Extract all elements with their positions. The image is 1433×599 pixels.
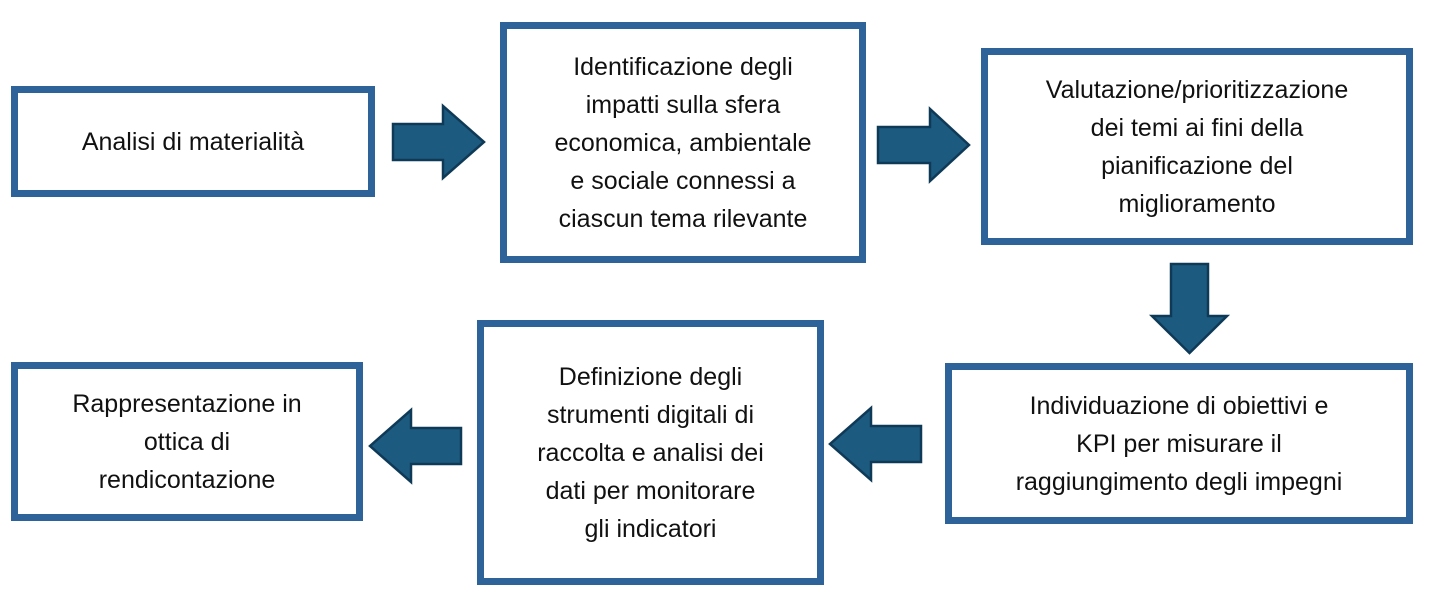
step-box-identificazione-impatti: Identificazione degli impatti sulla sfer… bbox=[500, 22, 866, 263]
step-box-rappresentazione: Rappresentazione in ottica di rendiconta… bbox=[11, 362, 363, 521]
arrow-down-icon bbox=[1148, 262, 1231, 355]
arrow-left-icon-2 bbox=[368, 407, 463, 485]
step-label-rappresentazione: Rappresentazione in ottica di rendiconta… bbox=[72, 389, 302, 494]
step-label-individuazione-obiettivi: Individuazione di obiettivi e KPI per mi… bbox=[1015, 391, 1343, 496]
step-box-analisi-materialita: Analisi di materialità bbox=[11, 86, 375, 197]
step-box-valutazione-prioritizzazione: Valutazione/prioritizzazione dei temi ai… bbox=[981, 48, 1413, 245]
step-label-analisi-materialita: Analisi di materialità bbox=[81, 127, 305, 156]
step-label-valutazione-prioritizzazione: Valutazione/prioritizzazione dei temi ai… bbox=[1045, 75, 1349, 218]
step-box-individuazione-obiettivi: Individuazione di obiettivi e KPI per mi… bbox=[945, 363, 1413, 524]
step-label-identificazione-impatti: Identificazione degli impatti sulla sfer… bbox=[554, 52, 812, 233]
step-label-definizione-strumenti: Definizione degli strumenti digitali di … bbox=[537, 362, 764, 543]
arrow-right-icon-1 bbox=[391, 103, 486, 181]
arrow-right-icon-2 bbox=[876, 106, 971, 184]
arrow-left-icon-1 bbox=[828, 405, 923, 483]
step-box-definizione-strumenti: Definizione degli strumenti digitali di … bbox=[477, 320, 824, 585]
